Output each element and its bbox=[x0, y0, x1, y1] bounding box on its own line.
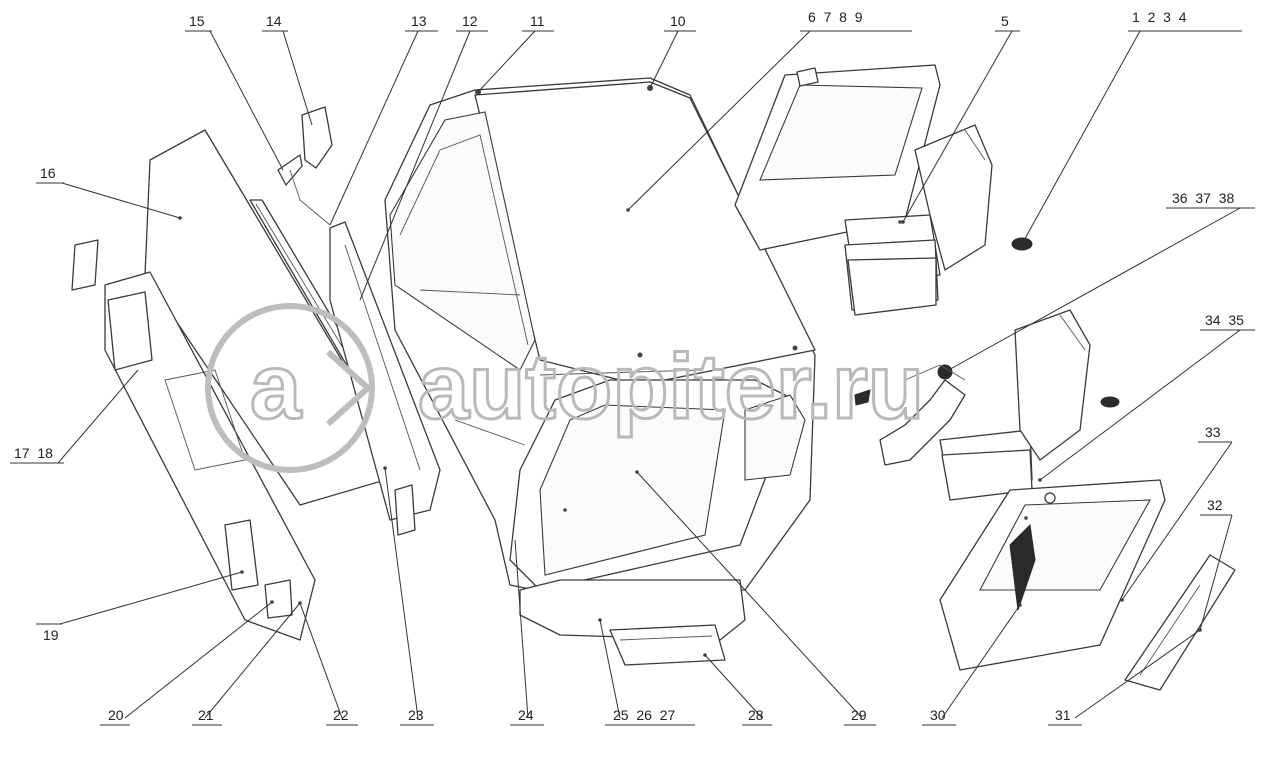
svg-text:a: a bbox=[250, 336, 302, 438]
svg-text:34 35: 34 35 bbox=[1205, 312, 1244, 328]
svg-text:31: 31 bbox=[1055, 707, 1071, 723]
callout-10: 10 bbox=[664, 13, 696, 32]
svg-text:11: 11 bbox=[530, 13, 545, 29]
latch bbox=[71, 239, 99, 291]
floor-tray bbox=[519, 579, 746, 641]
callout-28: 28 bbox=[742, 707, 772, 726]
svg-text:20: 20 bbox=[108, 707, 124, 723]
seat-lower bbox=[939, 309, 1091, 501]
svg-text:17 18: 17 18 bbox=[14, 445, 53, 461]
svg-text:25 26 27: 25 26 27 bbox=[613, 707, 675, 723]
right-door-glass bbox=[759, 84, 923, 181]
callout-23: 23 bbox=[400, 707, 434, 726]
svg-text:24: 24 bbox=[518, 707, 534, 723]
callout-36-37-38: 36 37 38 bbox=[1166, 190, 1255, 209]
callout-24: 24 bbox=[510, 707, 544, 726]
svg-text:15: 15 bbox=[189, 13, 205, 29]
svg-text:28: 28 bbox=[748, 707, 764, 723]
front-glass bbox=[539, 404, 726, 576]
callout-22: 22 bbox=[326, 707, 358, 726]
callout-32: 32 bbox=[1200, 497, 1232, 516]
svg-text:29: 29 bbox=[851, 707, 867, 723]
svg-text:33: 33 bbox=[1205, 424, 1221, 440]
callout-6-7-8-9: 6 7 8 9 bbox=[800, 9, 912, 32]
callout-14: 14 bbox=[262, 13, 288, 32]
floor-frame bbox=[609, 624, 726, 666]
watermark: a autopiter.ru bbox=[205, 303, 926, 473]
svg-text:6 7 8 9: 6 7 8 9 bbox=[808, 9, 863, 25]
callout-11: 11 bbox=[522, 13, 554, 32]
svg-text:16: 16 bbox=[40, 165, 56, 181]
seat-upper bbox=[844, 124, 993, 316]
callout-29: 29 bbox=[844, 707, 876, 726]
callout-31: 31 bbox=[1048, 707, 1082, 726]
callout-33: 33 bbox=[1198, 424, 1232, 443]
callout-20: 20 bbox=[100, 707, 130, 726]
mirror bbox=[301, 106, 333, 169]
svg-text:12: 12 bbox=[462, 13, 478, 29]
svg-text:30: 30 bbox=[930, 707, 946, 723]
svg-text:22: 22 bbox=[333, 707, 349, 723]
callout-19: 19 bbox=[36, 623, 62, 643]
callout-21: 21 bbox=[192, 707, 222, 726]
callout-5: 5 bbox=[995, 13, 1020, 32]
parts-drawing bbox=[71, 64, 1236, 691]
svg-text:19: 19 bbox=[43, 627, 59, 643]
trim-panel bbox=[1124, 554, 1236, 691]
svg-text:14: 14 bbox=[266, 13, 282, 29]
callout-13: 13 bbox=[405, 13, 438, 32]
callout-1-2-3-4: 1 2 3 4 bbox=[1128, 9, 1242, 32]
watermark-text: autopiter.ru bbox=[418, 336, 924, 438]
svg-text:36 37 38: 36 37 38 bbox=[1172, 190, 1234, 206]
callout-12: 12 bbox=[456, 13, 488, 32]
left-frame-panel bbox=[329, 221, 441, 521]
svg-text:32: 32 bbox=[1207, 497, 1223, 513]
knob-lower bbox=[1100, 396, 1120, 408]
callouts: 15 14 13 12 11 10 6 7 8 9 5 1 2 3 4 16 3… bbox=[10, 9, 1255, 726]
svg-text:5: 5 bbox=[1001, 13, 1009, 29]
callout-17-18: 17 18 bbox=[10, 445, 64, 464]
cab-roof bbox=[474, 81, 816, 386]
callout-30: 30 bbox=[922, 707, 956, 726]
callout-16: 16 bbox=[36, 165, 64, 184]
callout-15: 15 bbox=[185, 13, 212, 32]
svg-text:1 2 3 4: 1 2 3 4 bbox=[1132, 9, 1187, 25]
svg-text:10: 10 bbox=[670, 13, 686, 29]
callout-34-35: 34 35 bbox=[1200, 312, 1255, 331]
callout-25-26-27: 25 26 27 bbox=[605, 707, 695, 726]
rear-window-opening bbox=[389, 111, 536, 371]
svg-text:23: 23 bbox=[408, 707, 424, 723]
leader-lines bbox=[57, 30, 1241, 719]
svg-text:21: 21 bbox=[198, 707, 214, 723]
svg-text:13: 13 bbox=[411, 13, 427, 29]
rear-lower-panel bbox=[104, 271, 316, 641]
